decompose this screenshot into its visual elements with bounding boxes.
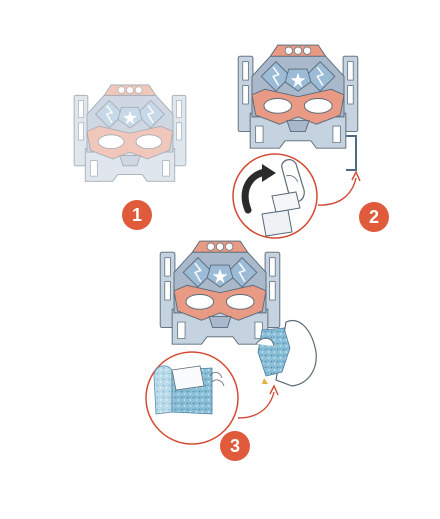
step-2-edge-highlight <box>346 135 357 171</box>
step-3-arrow <box>237 391 275 419</box>
step-1-mask <box>73 84 187 182</box>
step-3-mask <box>159 240 281 345</box>
step-3-badge: 3 <box>220 431 250 461</box>
step-2-arrow <box>317 177 357 206</box>
step-2-mask <box>237 44 359 149</box>
step-1-badge: 1 <box>122 200 152 230</box>
step-2-badge: 2 <box>359 202 389 232</box>
step-3-hand <box>255 320 317 387</box>
step-3-detail-circle <box>145 351 239 445</box>
step-2-detail-circle <box>232 153 318 239</box>
